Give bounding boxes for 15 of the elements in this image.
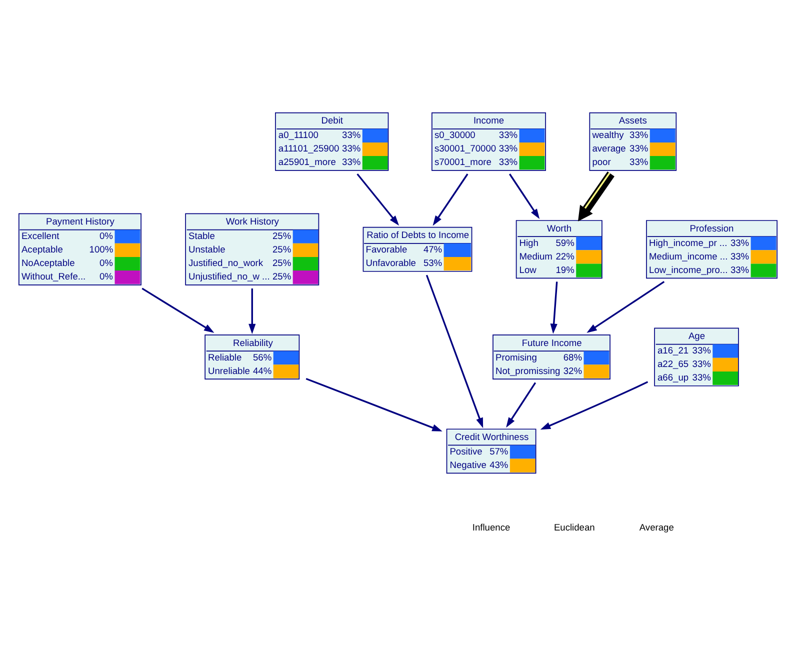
- arrow: [432, 174, 468, 226]
- arrow: [550, 282, 558, 334]
- arrow: [508, 174, 540, 220]
- arrow: [540, 381, 648, 430]
- arrow: [248, 288, 256, 334]
- arrow: [426, 274, 484, 428]
- label: Average: [639, 522, 674, 533]
- label: Euclidean: [554, 522, 595, 533]
- arrow: [306, 378, 442, 432]
- label: Influence: [472, 522, 510, 533]
- arrow: [142, 288, 214, 333]
- arrow: [586, 280, 665, 333]
- arrow: [506, 382, 536, 428]
- arrow: [356, 173, 400, 226]
- arrow: [578, 172, 614, 222]
